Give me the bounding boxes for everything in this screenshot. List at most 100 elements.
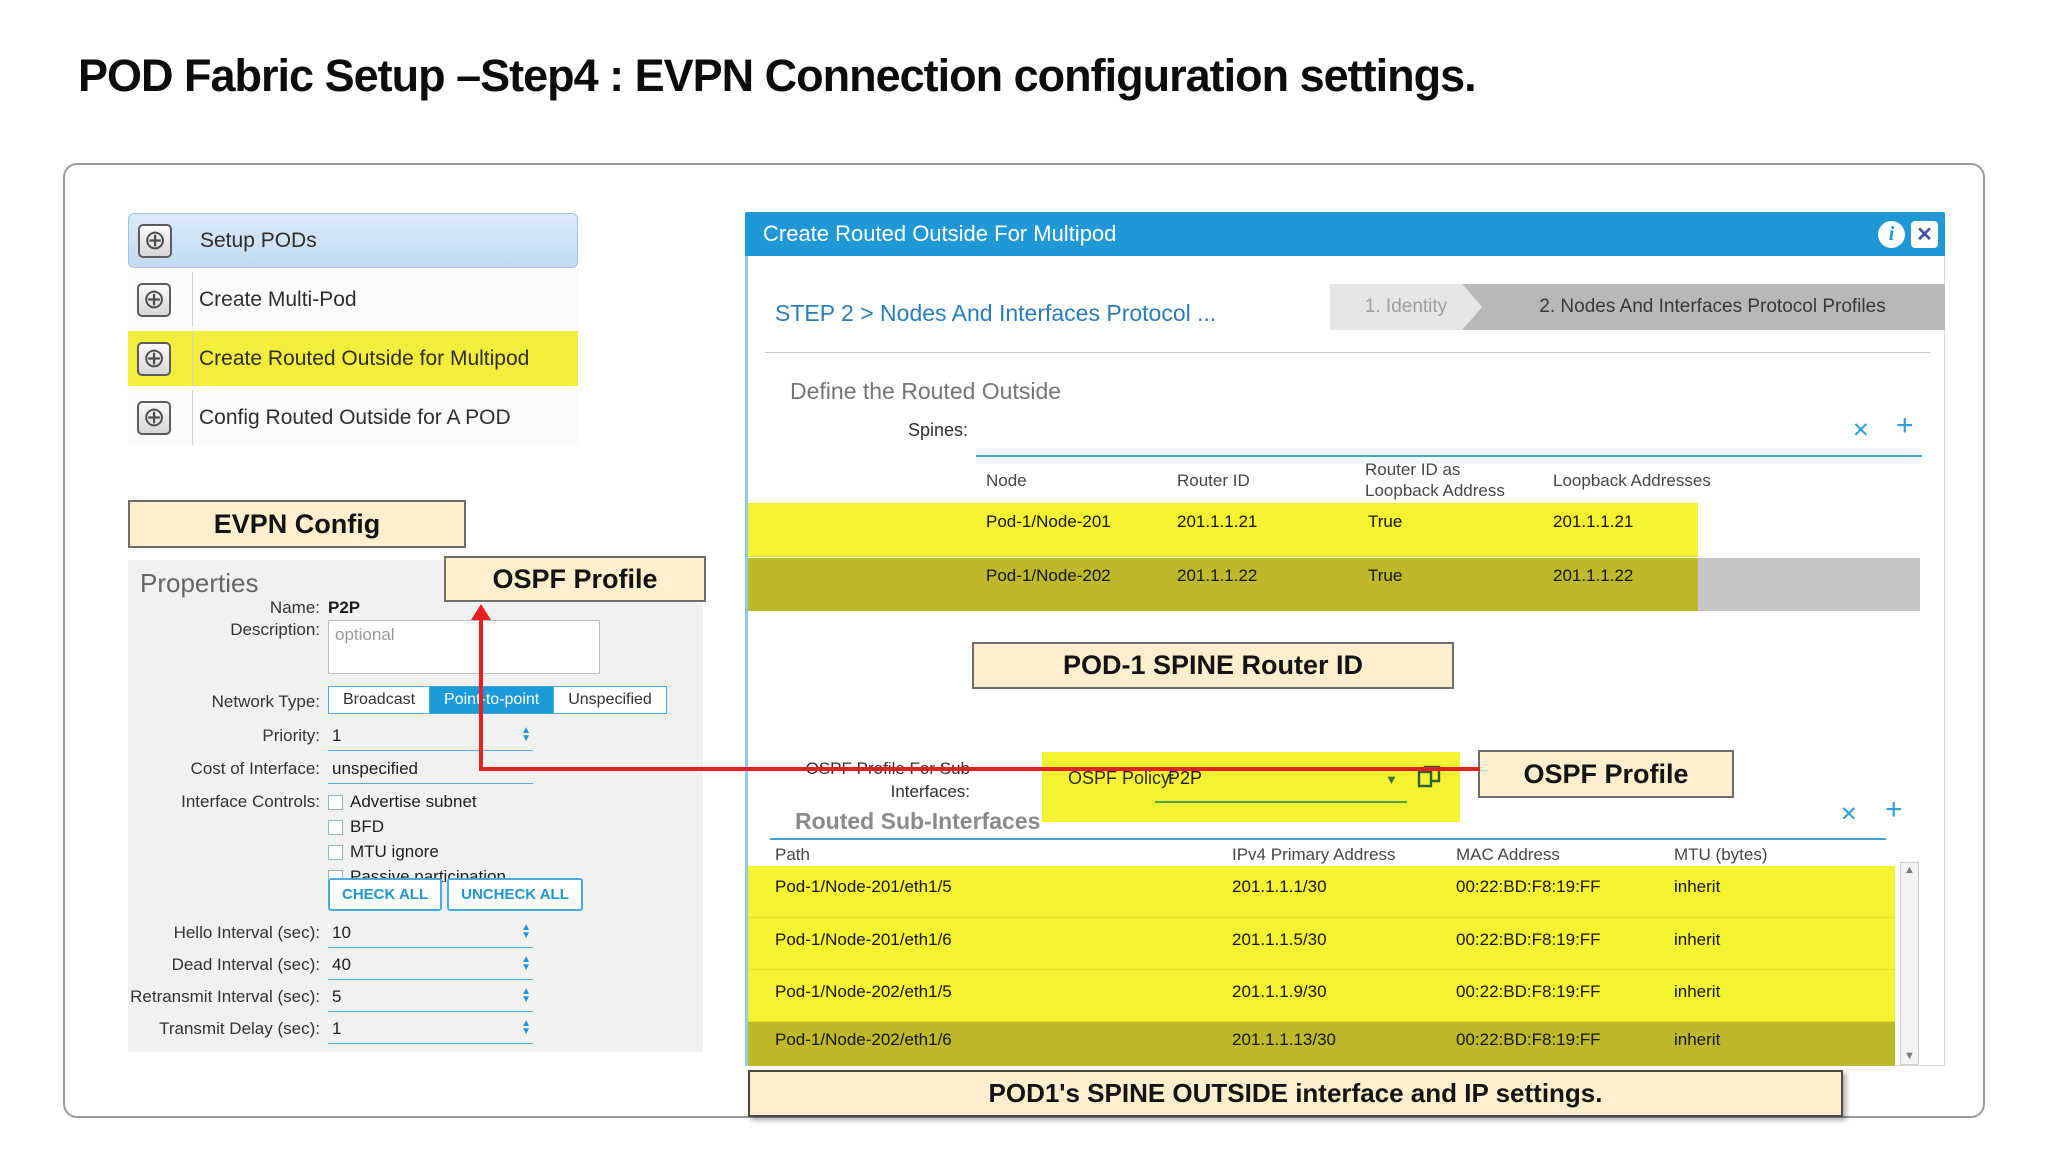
wizard-step-identity[interactable]: 1. Identity xyxy=(1330,284,1482,330)
transmit-delay-field[interactable]: 1 ▲ ▼ xyxy=(328,1019,533,1044)
bfd-checkbox[interactable] xyxy=(328,819,343,835)
dialog-titlebar: Create Routed Outside For Multipod i ✕ xyxy=(745,212,1945,256)
cell-path: Pod-1/Node-202/eth1/6 xyxy=(775,1030,952,1049)
network-type-point-to-point-button[interactable]: Point-to-point xyxy=(430,687,555,713)
checkbox-label: MTU ignore xyxy=(350,842,439,861)
annotation-arrowhead xyxy=(471,604,491,620)
scroll-up-icon[interactable]: ▲ xyxy=(1904,864,1915,876)
sidebar-item-setup-pods[interactable]: ⊕ Setup PODs xyxy=(128,213,578,268)
sidebar-item-create-routed-outside-multipod[interactable]: ⊕ Create Routed Outside for Multipod xyxy=(128,331,578,386)
sidebar-item-create-multi-pod[interactable]: ⊕ Create Multi-Pod xyxy=(128,272,578,327)
cell-rid-as-loopback: True xyxy=(1368,512,1403,531)
sidebar-item-label: Config Routed Outside for A POD xyxy=(199,405,511,429)
cell-node: Pod-1/Node-202 xyxy=(986,566,1111,585)
divider xyxy=(770,838,1886,840)
add-icon: ⊕ xyxy=(137,341,171,376)
stepper-down-icon: ▼ xyxy=(521,994,531,1005)
section-heading: Define the Routed Outside xyxy=(790,378,1062,404)
interface-controls-label: Interface Controls: xyxy=(181,792,320,811)
network-type-group: Broadcast Point-to-point Unspecified xyxy=(328,686,667,714)
delete-spine-icon[interactable]: ✕ xyxy=(1852,419,1870,442)
dead-interval-row: Dead Interval (sec): 40 ▲ ▼ xyxy=(128,955,533,980)
step-breadcrumb: STEP 2 > Nodes And Interfaces Protocol .… xyxy=(775,300,1217,326)
hello-interval-stepper[interactable]: ▲ ▼ xyxy=(521,923,531,941)
dead-interval-stepper[interactable]: ▲ ▼ xyxy=(521,955,531,973)
column-header-ipv4: IPv4 Primary Address xyxy=(1232,845,1396,864)
retransmit-interval-field[interactable]: 5 ▲ ▼ xyxy=(328,987,533,1012)
info-icon[interactable]: i xyxy=(1878,220,1905,248)
dead-interval-field[interactable]: 40 ▲ ▼ xyxy=(328,955,533,980)
table-row[interactable] xyxy=(748,918,1895,970)
add-icon: ⊕ xyxy=(138,223,172,258)
stepper-up-icon: ▲ xyxy=(521,986,531,997)
wizard-step-nodes-interfaces[interactable]: 2. Nodes And Interfaces Protocol Profile… xyxy=(1462,284,1945,330)
cell-mtu: inherit xyxy=(1674,982,1721,1001)
delete-subinterface-icon[interactable]: ✕ xyxy=(1840,803,1858,826)
transmit-delay-row: Transmit Delay (sec): 1 ▲ ▼ xyxy=(128,1019,533,1044)
priority-field[interactable]: 1 ▲ ▼ xyxy=(328,726,533,751)
scrollbar[interactable]: ▲ ▼ xyxy=(1900,862,1919,1065)
transmit-delay-stepper[interactable]: ▲ ▼ xyxy=(521,1019,531,1037)
ospf-policy-label: OSPF Policy: xyxy=(1068,768,1176,788)
retransmit-interval-stepper[interactable]: ▲ ▼ xyxy=(521,986,531,1005)
table-row[interactable] xyxy=(748,503,1698,557)
cell-ipv4: 201.1.1.13/30 xyxy=(1232,1030,1336,1049)
sidebar-item-label: Create Multi-Pod xyxy=(199,287,357,311)
column-header-loopback-addresses: Loopback Addresses xyxy=(1553,471,1711,490)
cell-path: Pod-1/Node-201/eth1/6 xyxy=(775,930,952,949)
mtu-ignore-checkbox[interactable] xyxy=(328,844,343,860)
column-header-node: Node xyxy=(986,471,1027,490)
cell-loopback-addresses: 201.1.1.21 xyxy=(1553,512,1634,531)
cell-router-id: 201.1.1.21 xyxy=(1177,512,1258,531)
bottom-note-callout: POD1's SPINE OUTSIDE interface and IP se… xyxy=(748,1070,1843,1117)
cell-mtu: inherit xyxy=(1674,930,1721,949)
subif-heading: Routed Sub-Interfaces xyxy=(795,808,1041,834)
sidebar-item-config-routed-outside-pod[interactable]: ⊕ Config Routed Outside for A POD xyxy=(128,390,578,445)
add-spine-icon[interactable]: + xyxy=(1896,409,1914,442)
transmit-delay-label: Transmit Delay (sec): xyxy=(159,1019,320,1038)
network-type-row: Network Type: Broadcast Point-to-point U… xyxy=(128,686,667,714)
column-header-mac: MAC Address xyxy=(1456,845,1560,864)
cell-ipv4: 201.1.1.5/30 xyxy=(1232,930,1327,949)
name-value: P2P xyxy=(328,598,361,617)
network-type-unspecified-button[interactable]: Unspecified xyxy=(554,687,666,713)
ospf-profile-right-callout: OSPF Profile xyxy=(1478,750,1734,798)
cell-mac: 00:22:BD:F8:19:FF xyxy=(1456,982,1601,1001)
check-all-button[interactable]: CHECK ALL xyxy=(328,878,443,911)
cost-of-interface-label: Cost of Interface: xyxy=(190,759,320,778)
ospf-policy-value: P2P xyxy=(1168,768,1203,788)
stepper-down-icon: ▼ xyxy=(521,930,531,941)
close-icon[interactable]: ✕ xyxy=(1911,220,1938,248)
dead-interval-label: Dead Interval (sec): xyxy=(171,955,320,974)
advertise-subnet-checkbox[interactable] xyxy=(328,794,343,810)
name-row: Name: P2P xyxy=(128,598,360,618)
sidebar-item-label: Create Routed Outside for Multipod xyxy=(199,346,530,370)
cell-mac: 00:22:BD:F8:19:FF xyxy=(1456,1030,1601,1049)
add-subinterface-icon[interactable]: + xyxy=(1885,793,1903,826)
annotation-arrow-vertical xyxy=(479,618,483,770)
scroll-down-icon[interactable]: ▼ xyxy=(1904,1050,1915,1062)
dialog-title: Create Routed Outside For Multipod xyxy=(763,221,1117,246)
checkbox-row: MTU ignore xyxy=(328,842,506,862)
description-field[interactable] xyxy=(328,620,600,674)
cost-of-interface-field[interactable]: unspecified xyxy=(328,759,533,784)
ospf-policy-highlight xyxy=(1042,752,1460,822)
properties-heading: Properties xyxy=(140,568,259,598)
hello-interval-field[interactable]: 10 ▲ ▼ xyxy=(328,923,533,948)
priority-row: Priority: 1 ▲ ▼ xyxy=(128,726,533,751)
priority-stepper[interactable]: ▲ ▼ xyxy=(521,726,531,744)
table-row[interactable] xyxy=(748,970,1895,1022)
hello-interval-row: Hello Interval (sec): 10 ▲ ▼ xyxy=(128,923,533,948)
description-row: Description: xyxy=(128,620,600,674)
cell-router-id: 201.1.1.22 xyxy=(1177,566,1258,585)
stepper-down-icon: ▼ xyxy=(521,962,531,973)
chevron-down-icon[interactable]: ▼ xyxy=(1385,772,1398,787)
uncheck-all-button[interactable]: UNCHECK ALL xyxy=(447,878,583,911)
retransmit-interval-label: Retransmit Interval (sec): xyxy=(130,987,320,1006)
table-row-selected[interactable] xyxy=(748,1022,1895,1066)
network-type-broadcast-button[interactable]: Broadcast xyxy=(329,687,431,713)
table-row[interactable] xyxy=(748,866,1895,918)
check-buttons-row: CHECK ALL UNCHECK ALL xyxy=(328,878,583,911)
cell-path: Pod-1/Node-201/eth1/5 xyxy=(775,877,952,896)
ospf-profile-left-callout: OSPF Profile xyxy=(444,556,706,602)
